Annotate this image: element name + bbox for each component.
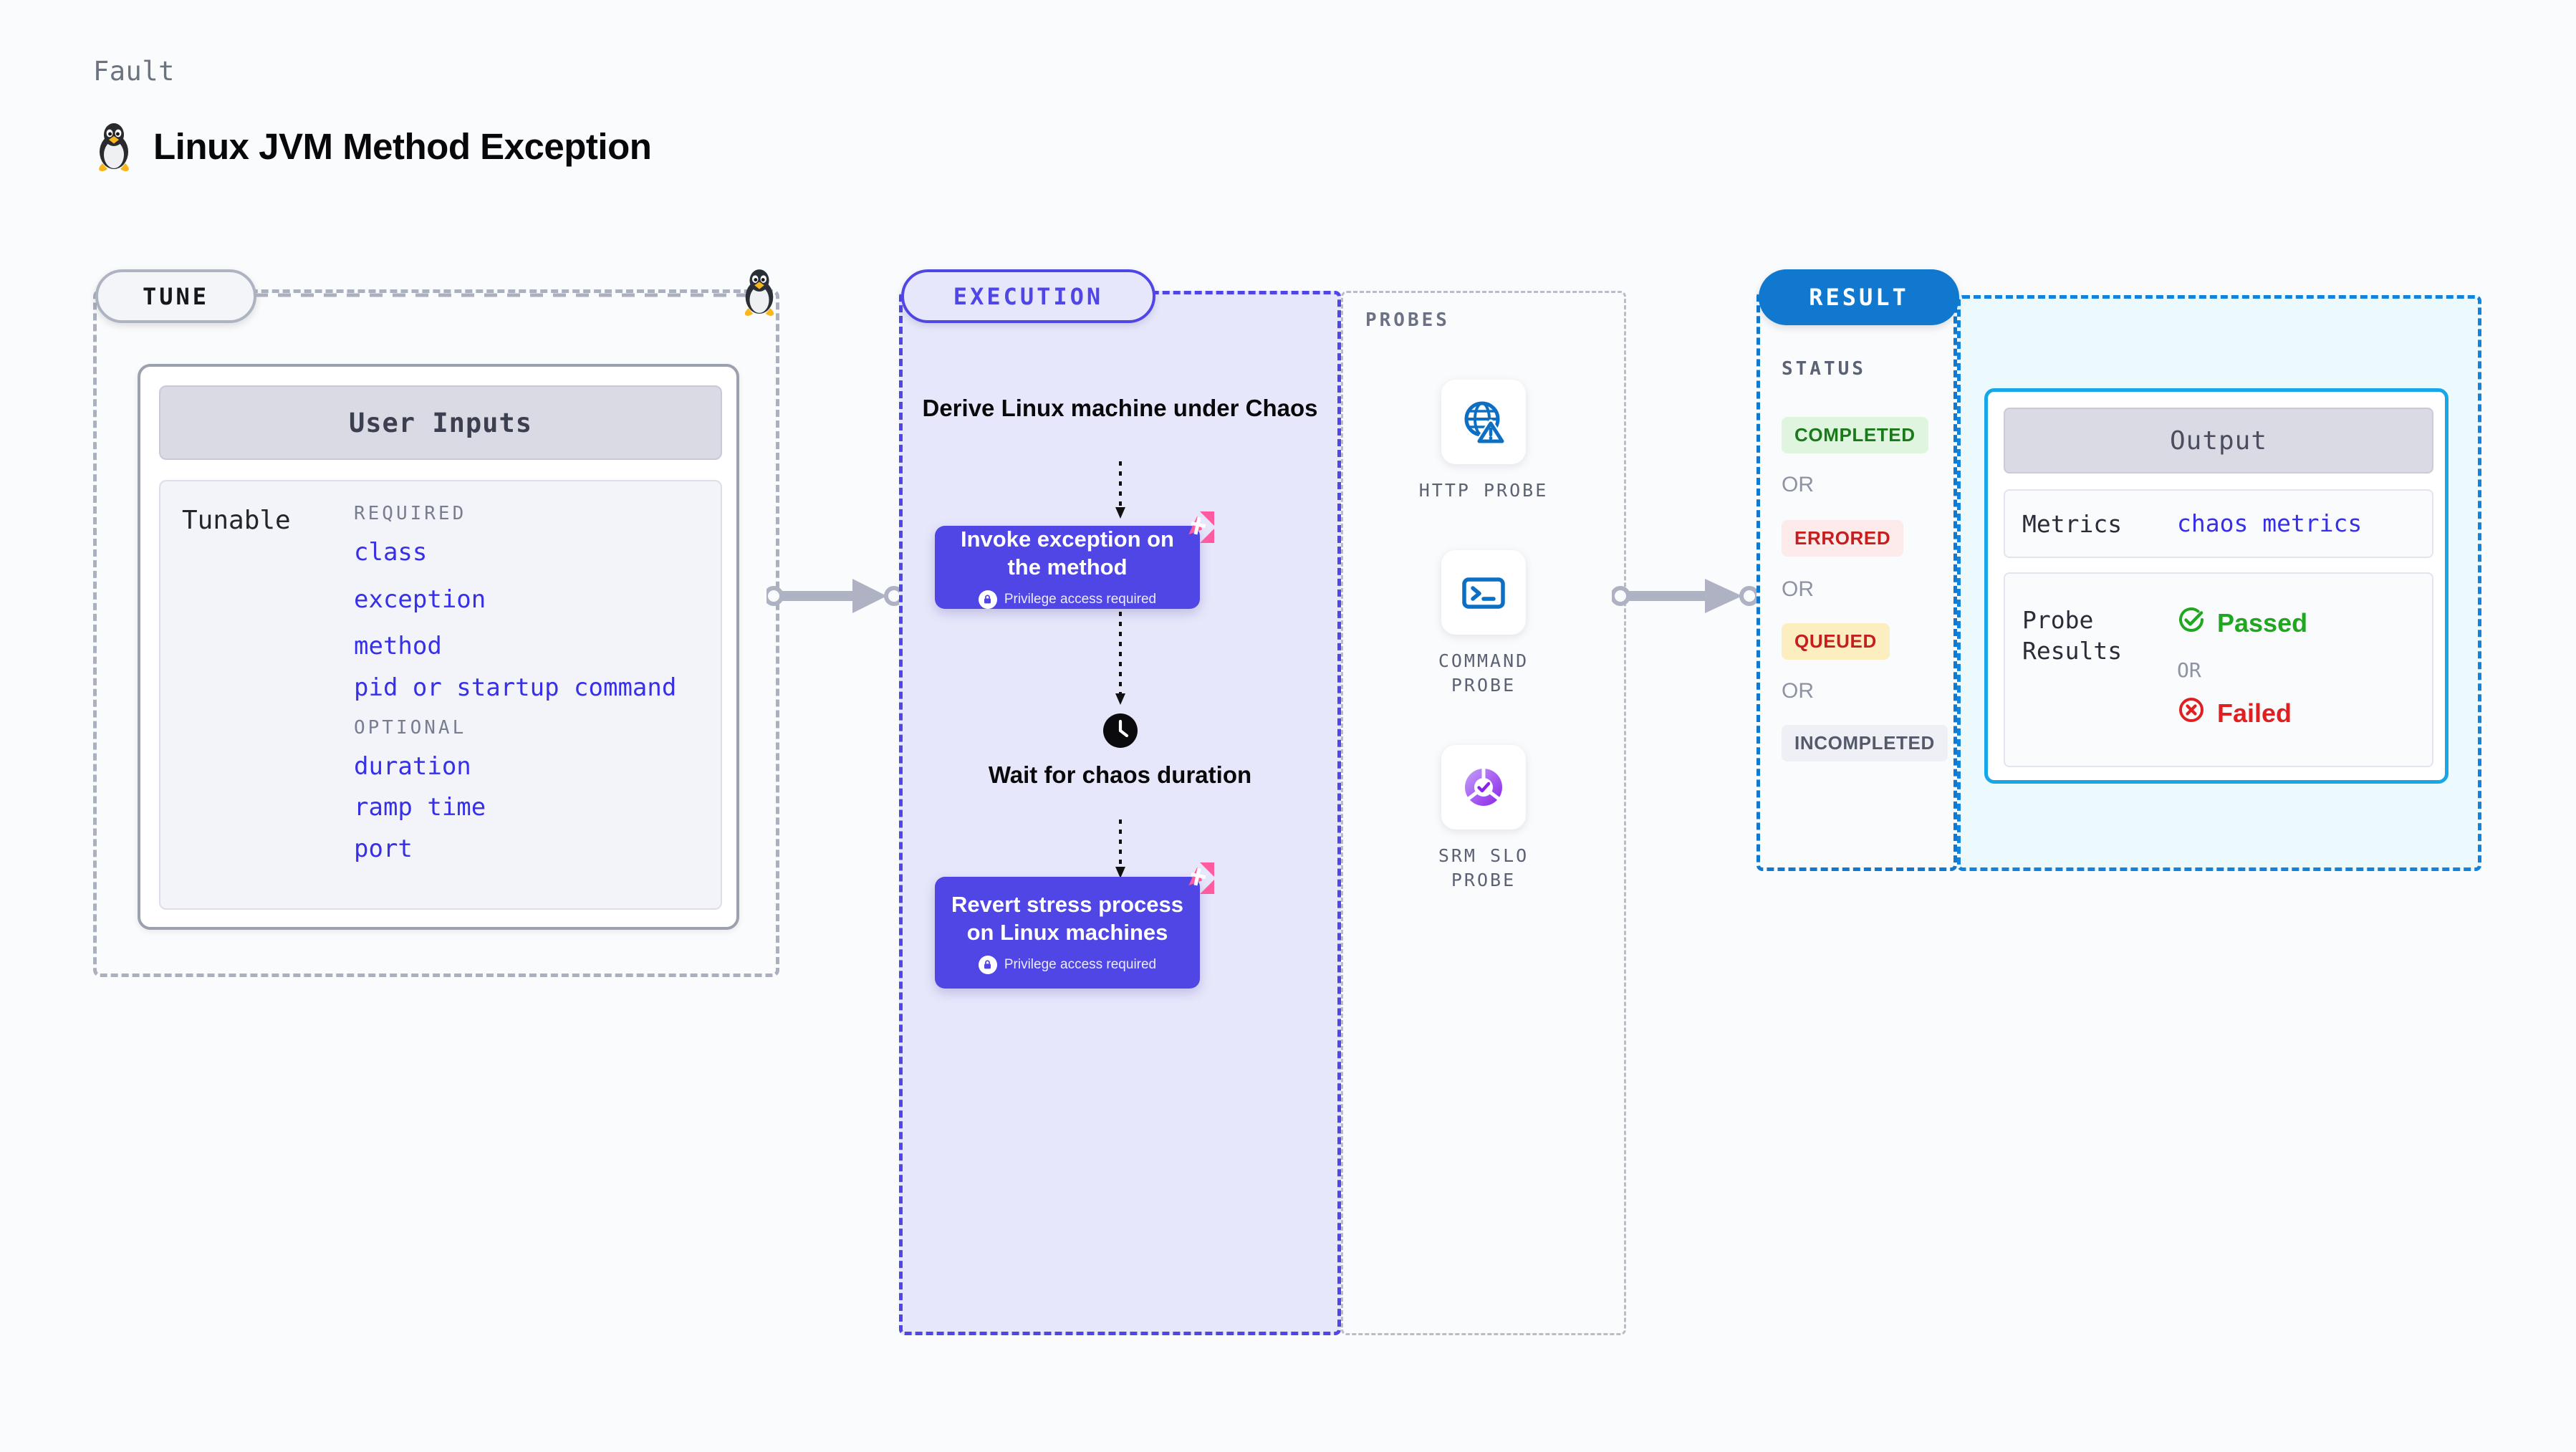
param-duration[interactable]: duration — [354, 751, 471, 781]
execution-step-1-privilege-note: Privilege access required — [978, 590, 1157, 609]
output-metrics-value[interactable]: chaos metrics — [2177, 509, 2363, 537]
execution-flow: Derive Linux machine under Chaos Invoke … — [899, 291, 1341, 1335]
result-stage-badge: RESULT — [1759, 269, 1959, 325]
probe-command[interactable]: COMMAND PROBE — [1412, 550, 1555, 698]
output-metrics-row: Metrics chaos metrics — [2004, 489, 2433, 558]
param-method[interactable]: method — [354, 632, 442, 661]
output-probe-or: OR — [2177, 658, 2201, 682]
output-probe-failed: Failed — [2177, 696, 2292, 731]
output-metrics-label: Metrics — [2022, 510, 2123, 538]
execution-step-2-title: Revert stress process on Linux machines — [951, 892, 1183, 945]
flow-arrow-2 — [1115, 612, 1125, 705]
page-title: Linux JVM Method Exception — [93, 120, 652, 172]
probe-srm-slo-label: SRM SLO PROBE — [1438, 845, 1529, 890]
globe-warning-icon — [1441, 380, 1526, 464]
status-or-1: OR — [1782, 473, 1814, 496]
lock-icon — [978, 955, 997, 974]
output-passed-label: Passed — [2217, 607, 2308, 638]
page-title-text: Linux JVM Method Exception — [153, 125, 652, 167]
status-or-2: OR — [1782, 577, 1814, 601]
param-class[interactable]: class — [354, 538, 428, 567]
param-port[interactable]: port — [354, 835, 413, 864]
param-group-label-required: REQUIRED — [354, 503, 467, 524]
status-badge-completed: COMPLETED — [1782, 417, 1928, 453]
execution-intro-title: Derive Linux machine under Chaos — [922, 395, 1318, 421]
output-failed-label: Failed — [2217, 698, 2292, 728]
fault-kicker: Fault — [93, 56, 175, 87]
connector-probes-to-result — [1612, 579, 1759, 613]
tune-boundary-dashed-line — [255, 293, 749, 297]
status-badge-errored: ERRORED — [1782, 520, 1904, 557]
connector-tune-to-execution — [766, 579, 904, 613]
execution-step-2-privilege-note: Privilege access required — [978, 955, 1157, 974]
terminal-icon — [1441, 550, 1526, 635]
user-inputs-card-title: User Inputs — [159, 385, 722, 460]
flow-arrow-1 — [1115, 461, 1125, 519]
check-circle-icon — [2177, 605, 2206, 640]
harness-logo-icon — [1178, 858, 1219, 902]
probe-http[interactable]: HTTP PROBE — [1412, 380, 1555, 503]
execution-stage-badge: EXECUTION — [901, 269, 1155, 323]
probe-http-label: HTTP PROBE — [1418, 480, 1549, 501]
execution-step-1-title: Invoke exception on the method — [960, 527, 1174, 580]
x-circle-icon — [2177, 696, 2206, 731]
status-or-3: OR — [1782, 679, 1814, 703]
execution-step-1-privilege-text: Privilege access required — [1004, 591, 1157, 607]
harness-logo-icon — [1178, 507, 1219, 551]
param-pid-or-startup-command[interactable]: pid or startup command — [354, 673, 677, 703]
tunable-row-label: Tunable — [182, 506, 291, 535]
probe-srm-slo[interactable]: SRM SLO PROBE — [1412, 745, 1555, 893]
execution-step-revert-stress[interactable]: Revert stress process on Linux machines … — [935, 862, 1214, 989]
probe-command-label: COMMAND PROBE — [1438, 650, 1529, 696]
status-stage-container — [1756, 291, 1957, 871]
output-probe-passed: Passed — [2177, 605, 2307, 640]
status-badge-incompleted: INCOMPLETED — [1782, 725, 1948, 761]
tune-stage-badge: TUNE — [95, 269, 256, 323]
status-section-label: STATUS — [1782, 358, 1866, 380]
execution-stage-container — [899, 291, 1341, 1335]
execution-step-2-privilege-text: Privilege access required — [1004, 956, 1157, 972]
probes-section-label: PROBES — [1365, 309, 1450, 331]
slo-donut-check-icon — [1441, 745, 1526, 830]
user-inputs-card: User Inputs Tunable REQUIRED class excep… — [138, 364, 739, 930]
flow-arrow-3 — [1115, 819, 1125, 878]
tux-penguin-icon — [739, 266, 779, 320]
param-group-label-optional: OPTIONAL — [354, 716, 467, 739]
execution-wait-title: Wait for chaos duration — [988, 761, 1252, 788]
tune-stage-container — [93, 289, 779, 977]
tunable-section: Tunable REQUIRED class exception method … — [159, 480, 722, 910]
param-ramp-time[interactable]: ramp time — [354, 793, 486, 822]
tunable-parameter-list: REQUIRED class exception method pid or s… — [354, 503, 712, 878]
status-badge-queued: QUEUED — [1782, 623, 1890, 660]
lock-icon — [978, 590, 997, 609]
clock-icon — [1102, 712, 1139, 753]
param-exception[interactable]: exception — [354, 585, 486, 614]
tux-penguin-icon — [93, 120, 135, 172]
output-card-title: Output — [2004, 408, 2433, 473]
execution-step-invoke-exception[interactable]: Invoke exception on the method Privilege… — [935, 511, 1214, 609]
